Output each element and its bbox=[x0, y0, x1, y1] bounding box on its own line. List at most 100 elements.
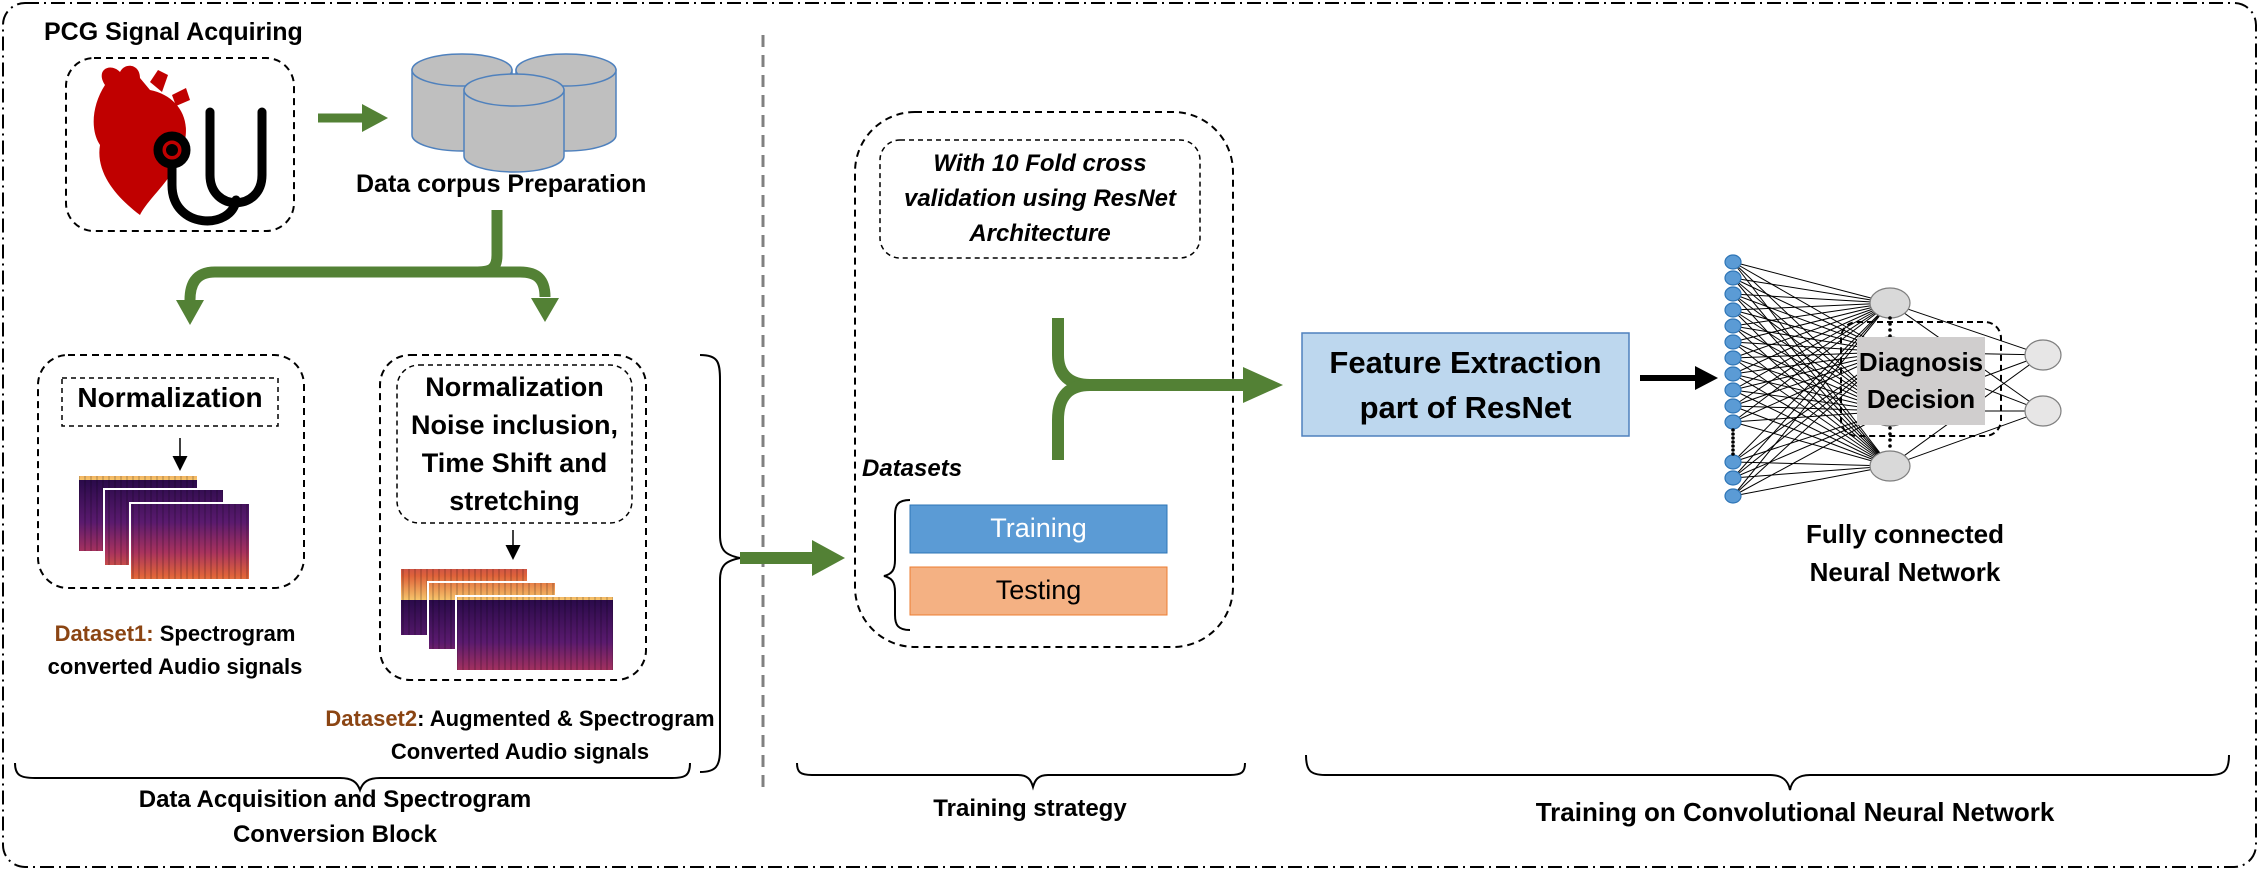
nn-input-node bbox=[1724, 286, 1742, 302]
cnn-bottom-brace bbox=[1305, 754, 2230, 791]
nn-input-node bbox=[1724, 254, 1742, 270]
training-bar bbox=[909, 504, 1168, 554]
nn-connection bbox=[1732, 465, 1891, 497]
dataset2-step-1: Normalization bbox=[425, 372, 604, 402]
acquisition-bottom-brace bbox=[14, 762, 691, 793]
nn-hidden-node bbox=[1869, 287, 1911, 319]
training-bottom-brace bbox=[796, 762, 1246, 791]
nn-input-node bbox=[1724, 414, 1742, 430]
nn-connection bbox=[1732, 302, 1891, 423]
nn-connection bbox=[1732, 302, 1891, 497]
nn-output-node bbox=[2024, 395, 2062, 427]
fcnn-label: Fully connected Neural Network bbox=[1745, 515, 2065, 591]
nn-input-node bbox=[1724, 270, 1742, 286]
fcnn-line-1: Fully connected bbox=[1806, 519, 2004, 549]
nn-input-node bbox=[1724, 398, 1742, 414]
pcg-title: PCG Signal Acquiring bbox=[44, 18, 303, 46]
dataset2-caption: Dataset2: Augmented & Spectrogram Conver… bbox=[310, 702, 730, 768]
nn-connection bbox=[1732, 302, 1891, 479]
nn-input-ellipsis-dot bbox=[1731, 440, 1735, 444]
crossval-line-1: With 10 Fold cross bbox=[933, 150, 1147, 177]
dataset2-step-4: stretching bbox=[449, 486, 580, 516]
nn-input-node bbox=[1724, 302, 1742, 318]
feature-extraction-label: Feature Extraction part of ResNet bbox=[1302, 340, 1629, 430]
nn-connection bbox=[1889, 410, 2044, 467]
pcg-box bbox=[65, 57, 295, 232]
nn-output-node bbox=[2024, 339, 2062, 371]
nn-input-ellipsis-dot bbox=[1731, 428, 1735, 432]
corpus-split-arrow bbox=[184, 210, 551, 301]
nn-hidden-ellipsis-dot bbox=[1888, 444, 1892, 448]
nn-connection bbox=[1732, 410, 1891, 497]
acquisition-block-label: Data Acquisition and Spectrogram Convers… bbox=[100, 782, 570, 852]
crossval-line-2: validation using ResNet bbox=[903, 185, 1177, 212]
nn-connection bbox=[1732, 302, 1891, 391]
dataset2-spectrograms bbox=[399, 567, 615, 672]
nn-input-node bbox=[1724, 454, 1742, 470]
nn-connection bbox=[1732, 277, 1891, 304]
dataset2-caption-line2: Converted Audio signals bbox=[390, 739, 650, 764]
training-label: Training bbox=[990, 513, 1087, 543]
feature-extraction-box bbox=[1301, 332, 1630, 437]
corpus-label: Data corpus Preparation bbox=[356, 170, 647, 198]
fcnn-line-2: Neural Network bbox=[1809, 557, 2001, 587]
nn-connection bbox=[1732, 293, 1891, 304]
nn-input-node bbox=[1724, 350, 1742, 366]
nn-connection bbox=[1732, 461, 1891, 467]
nn-connection bbox=[1732, 302, 1891, 407]
dataset1-box bbox=[37, 354, 305, 589]
diagnosis-line-1: Diagnosis bbox=[1858, 347, 1984, 377]
feature-line-1: Feature Extraction bbox=[1329, 345, 1602, 380]
cnn-block-label: Training on Convolutional Neural Network bbox=[1535, 797, 2055, 827]
diagnosis-line-2: Decision bbox=[1866, 384, 1976, 414]
nn-connection bbox=[1732, 302, 1891, 343]
nn-input-ellipsis-dot bbox=[1731, 448, 1735, 452]
nn-connection bbox=[1732, 302, 1891, 375]
nn-input-ellipsis-dot bbox=[1731, 436, 1735, 440]
dataset2-step-3: Time Shift and bbox=[421, 448, 608, 478]
crossval-line-3: Architecture bbox=[969, 220, 1111, 247]
dataset2-box bbox=[379, 354, 647, 681]
dataset2-caption-rest: : Augmented & Spectrogram bbox=[417, 706, 715, 731]
nn-input-node bbox=[1724, 318, 1742, 334]
dataset2-processing-steps: Normalization Noise inclusion, Time Shif… bbox=[397, 368, 632, 520]
nn-input-node bbox=[1724, 366, 1742, 382]
nn-input-node bbox=[1724, 334, 1742, 350]
nn-connection bbox=[1732, 261, 1891, 304]
nn-connection bbox=[1889, 302, 2044, 356]
normalization-box bbox=[61, 377, 279, 427]
nn-input-node bbox=[1724, 488, 1742, 504]
nn-input-ellipsis-dot bbox=[1731, 452, 1735, 456]
feature-line-2: part of ResNet bbox=[1359, 390, 1572, 425]
training-block-label: Training strategy bbox=[933, 795, 1127, 822]
nn-input-ellipsis-dot bbox=[1731, 432, 1735, 436]
heart-icon bbox=[93, 65, 190, 215]
datasets-label: Datasets bbox=[862, 455, 963, 482]
crossval-text: With 10 Fold cross validation using ResN… bbox=[880, 146, 1200, 251]
testing-label: Testing bbox=[995, 575, 1082, 605]
nn-hidden-ellipsis-dot bbox=[1888, 328, 1892, 332]
nn-input-node bbox=[1724, 382, 1742, 398]
dataset1-name: Dataset1: bbox=[54, 621, 154, 646]
crossval-box bbox=[879, 139, 1201, 259]
augmentation-box bbox=[396, 364, 633, 524]
nn-connection bbox=[1732, 302, 1891, 311]
nn-connection bbox=[1732, 302, 1891, 463]
acquisition-block-label-line1: Data Acquisition and Spectrogram bbox=[138, 786, 532, 813]
diagnosis-outer-box bbox=[1840, 321, 2002, 437]
nn-hidden-ellipsis-dot bbox=[1888, 334, 1892, 338]
nn-input-ellipsis-dot bbox=[1731, 444, 1735, 448]
dataset1-caption-line2: converted Audio signals bbox=[47, 654, 303, 679]
nn-input-node bbox=[1724, 470, 1742, 486]
nn-hidden-ellipsis-dot bbox=[1888, 426, 1892, 430]
diagnosis-label: Diagnosis Decision bbox=[1857, 344, 1985, 418]
nn-hidden-ellipsis-dot bbox=[1888, 322, 1892, 326]
datasets-brace bbox=[883, 499, 911, 631]
database-icon bbox=[411, 53, 617, 173]
acquisition-block-label-line2: Conversion Block bbox=[232, 821, 438, 848]
dataset1-caption-rest: Spectrogram bbox=[153, 621, 296, 646]
nn-hidden-ellipsis-dot bbox=[1888, 438, 1892, 442]
nn-connection bbox=[1732, 302, 1891, 359]
